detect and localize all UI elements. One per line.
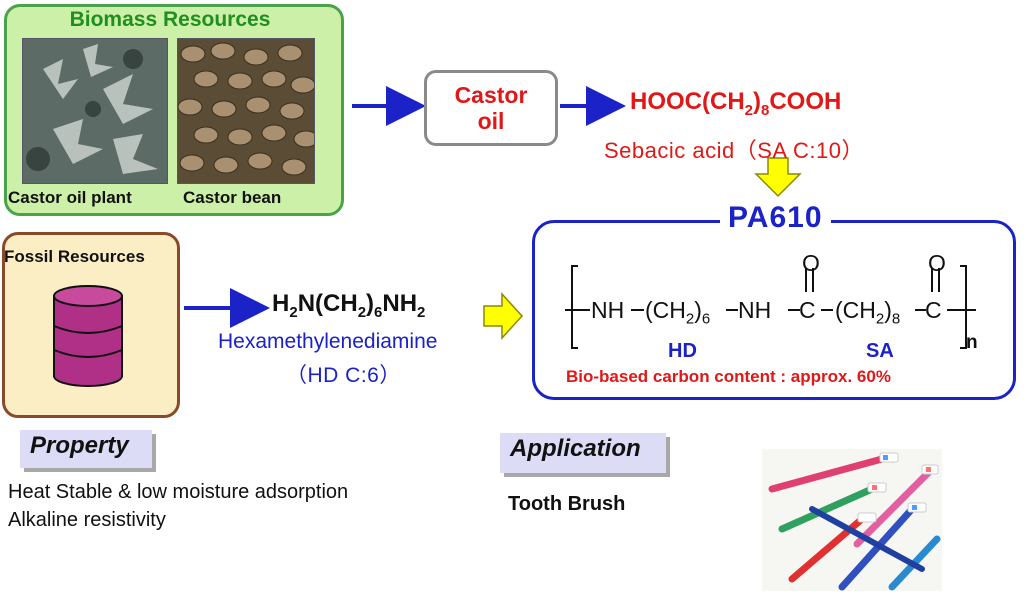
castor-plant-photo — [22, 38, 168, 184]
hexamethylenediamine-name: Hexamethylenediamine — [218, 330, 438, 353]
property-heading: Property — [20, 430, 152, 468]
pa610-carbonyl-c-2: C — [925, 297, 942, 323]
pa610-sa-label: SA — [866, 340, 894, 362]
pa610-nh-2: NH — [738, 297, 772, 323]
property-line-2: Alkaline resistivity — [8, 509, 166, 531]
arrow-hd-to-pa610 — [483, 292, 524, 340]
pa610-ch2-6: (CH2)6 — [645, 297, 711, 328]
pa610-carbonyl-c-1: C — [799, 297, 816, 323]
sebacic-acid-name: Sebacic acid（SA C:10） — [604, 138, 864, 163]
castor-label-line1: Castor — [454, 82, 528, 108]
property-line-1: Heat Stable & low moisture adsorption — [8, 481, 349, 503]
pa610-ch2-8: (CH2)8 — [835, 297, 901, 328]
oil-barrel-icon — [53, 285, 123, 387]
sebacic-acid-formula: HOOC(CH2)8COOH — [630, 88, 842, 119]
castor-bean-caption: Castor bean — [183, 188, 282, 207]
castor-label-line2: oil — [477, 108, 505, 134]
arrow-sa-to-pa610 — [754, 157, 802, 198]
pa610-oxygen-2: O — [928, 250, 946, 276]
pa610-title: PA610 — [720, 201, 831, 235]
biomass-title: Biomass Resources — [69, 8, 271, 31]
pa610-repeat-n: n — [966, 332, 978, 353]
hexamethylenediamine-code: （HD C:6） — [286, 364, 401, 387]
bio-based-carbon-note: Bio-based carbon content : approx. 60% — [566, 367, 891, 386]
castor-plant-caption: Castor oil plant — [8, 188, 132, 207]
castor-oil-box: Castor oil — [424, 70, 558, 146]
castor-bean-photo — [177, 38, 315, 184]
application-line-1: Tooth Brush — [508, 493, 626, 515]
pa610-hd-label: HD — [668, 340, 697, 362]
application-heading: Application — [500, 433, 666, 473]
hexamethylenediamine-formula: H2N(CH2)6NH2 — [272, 290, 426, 321]
toothbrush-photo — [762, 449, 942, 591]
pa610-structure-lines — [565, 265, 976, 349]
pa610-oxygen-1: O — [802, 250, 820, 276]
fossil-title: Fossil Resources — [4, 247, 145, 266]
pa610-nh-1: NH — [591, 297, 625, 323]
